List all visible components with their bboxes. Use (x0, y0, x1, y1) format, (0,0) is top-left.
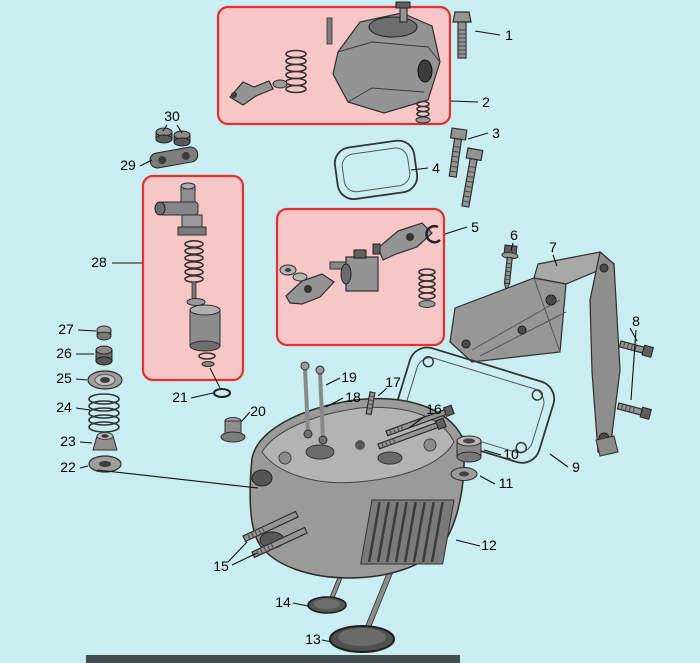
bottom-shadow (86, 655, 460, 663)
part-label-19: 19 (341, 369, 357, 385)
part-30-nuts (155, 127, 191, 147)
part-1-bolt (452, 11, 472, 59)
part-label-29: 29 (120, 157, 136, 173)
part-2-valve-cover-assembly (229, 1, 441, 124)
part-label-5: 5 (471, 219, 479, 235)
part-label-20: 20 (250, 403, 266, 419)
part-label-23: 23 (60, 433, 76, 449)
part-label-13: 13 (305, 631, 321, 647)
part-labels: 1 2 3 4 5 6 7 8 9 10 11 12 13 14 15 16 1… (56, 27, 640, 647)
part-label-24: 24 (56, 399, 72, 415)
part-label-3: 3 (492, 125, 500, 141)
part-label-21: 21 (172, 389, 188, 405)
part-26-cap-nut (95, 345, 113, 366)
part-21-o-ring (213, 388, 231, 398)
part-4-cover-gasket (333, 139, 419, 201)
part-7-bracket (449, 250, 621, 457)
part-24-valve-spring (88, 393, 120, 433)
part-label-7: 7 (549, 239, 557, 255)
part-label-28: 28 (91, 254, 107, 270)
part-label-12: 12 (481, 537, 497, 553)
part-20-nut (220, 417, 246, 443)
part-label-16: 16 (426, 401, 442, 417)
part-10-bush (456, 435, 482, 463)
part-label-30: 30 (164, 108, 180, 124)
part-label-11: 11 (499, 475, 514, 491)
part-19-pushrod (300, 361, 313, 439)
part-11-washer (450, 467, 478, 481)
part-label-15: 15 (213, 558, 229, 574)
part-18-pushrod (315, 365, 328, 445)
part-27-cap (96, 325, 112, 341)
part-25-spring-retainer (87, 370, 123, 390)
part-label-1: 1 (505, 27, 513, 43)
part-label-10: 10 (503, 446, 519, 462)
part-label-8: 8 (632, 313, 640, 329)
part-17-stud (365, 391, 376, 416)
part-5-rocker-arm-assembly (279, 222, 441, 308)
part-label-27: 27 (58, 321, 74, 337)
leader-lines (75, 30, 638, 643)
part-label-25: 25 (56, 370, 72, 386)
part-label-17: 17 (385, 374, 401, 390)
part-28-injector-assembly (154, 182, 221, 389)
part-label-4: 4 (432, 160, 440, 176)
part-3-bolts (448, 127, 484, 208)
part-label-22: 22 (60, 459, 76, 475)
part-label-14: 14 (275, 594, 291, 610)
part-label-9: 9 (572, 459, 580, 475)
part-29-clamp (149, 146, 199, 169)
part-label-2: 2 (482, 94, 490, 110)
part-label-26: 26 (56, 345, 72, 361)
part-23-spring-seat (92, 432, 118, 451)
part-15-studs (242, 510, 308, 559)
part-8-bolts (616, 340, 655, 420)
part-16-bolts (377, 404, 455, 450)
part-22-washer (88, 455, 122, 473)
part-label-6: 6 (510, 227, 518, 243)
part-label-18: 18 (345, 389, 361, 405)
